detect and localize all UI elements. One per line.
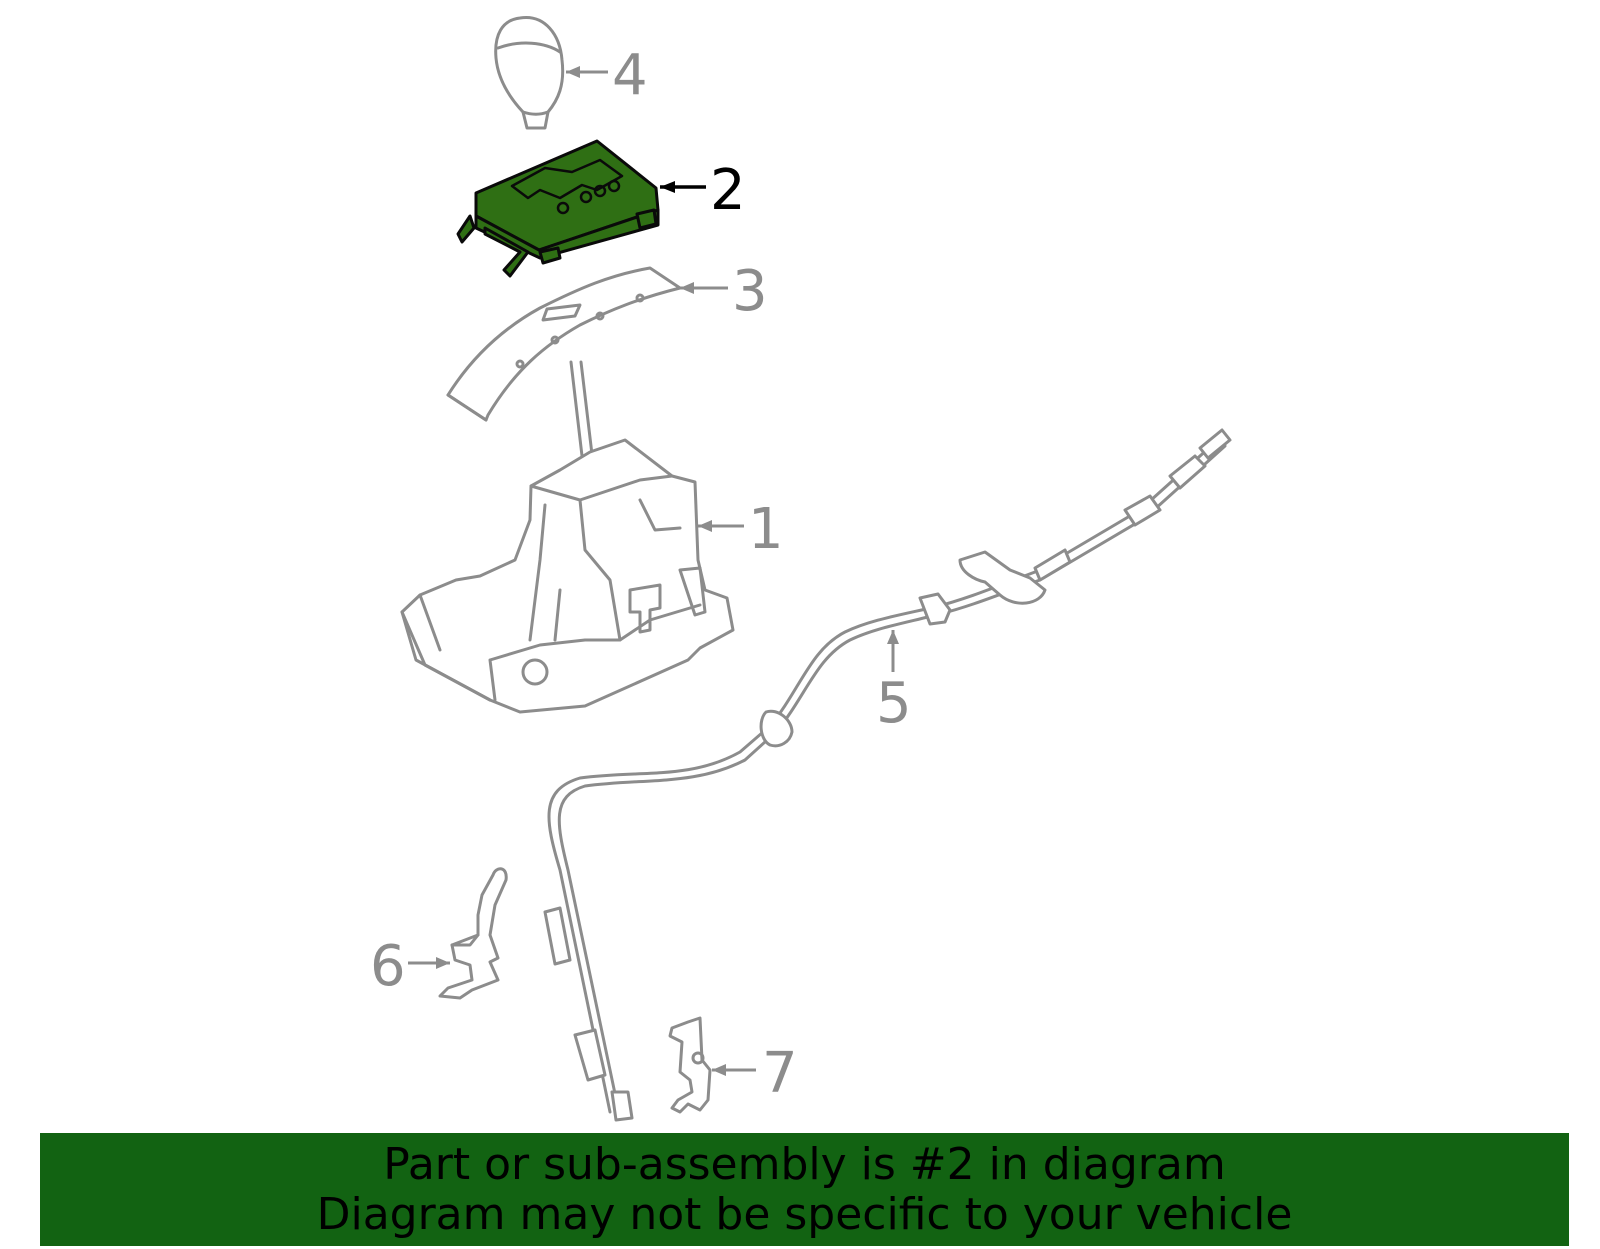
callout-2: 2 bbox=[660, 158, 746, 223]
callout-3: 3 bbox=[680, 259, 768, 324]
callout-label-5: 5 bbox=[876, 671, 912, 736]
part-3-bezel-trim[interactable] bbox=[446, 266, 682, 422]
callout-label-6: 6 bbox=[370, 934, 406, 999]
banner-line-disclaimer: Diagram may not be specific to your vehi… bbox=[316, 1188, 1293, 1240]
info-banner: Part or sub-assembly is #2 in diagram Di… bbox=[40, 1133, 1569, 1246]
callout-label-4: 4 bbox=[612, 43, 648, 108]
callout-label-3: 3 bbox=[732, 259, 768, 324]
part-5-shift-cable[interactable] bbox=[543, 428, 1232, 1122]
callout-6: 6 bbox=[370, 934, 450, 999]
callout-label-7: 7 bbox=[762, 1041, 798, 1106]
part-2-shift-indicator[interactable] bbox=[456, 139, 660, 278]
callout-label-1: 1 bbox=[748, 497, 784, 562]
part-4-shift-knob[interactable] bbox=[494, 16, 565, 130]
callout-4: 4 bbox=[566, 43, 648, 108]
callout-1: 1 bbox=[698, 497, 784, 562]
part-1-shifter-assembly[interactable] bbox=[400, 360, 735, 714]
callout-7: 7 bbox=[712, 1041, 798, 1106]
part-7-bracket[interactable] bbox=[668, 1016, 712, 1114]
part-6-bracket[interactable] bbox=[438, 867, 508, 1000]
callout-label-2: 2 bbox=[710, 158, 746, 223]
banner-line-part: Part or sub-assembly is #2 in diagram bbox=[383, 1138, 1226, 1190]
callout-5: 5 bbox=[876, 630, 912, 736]
